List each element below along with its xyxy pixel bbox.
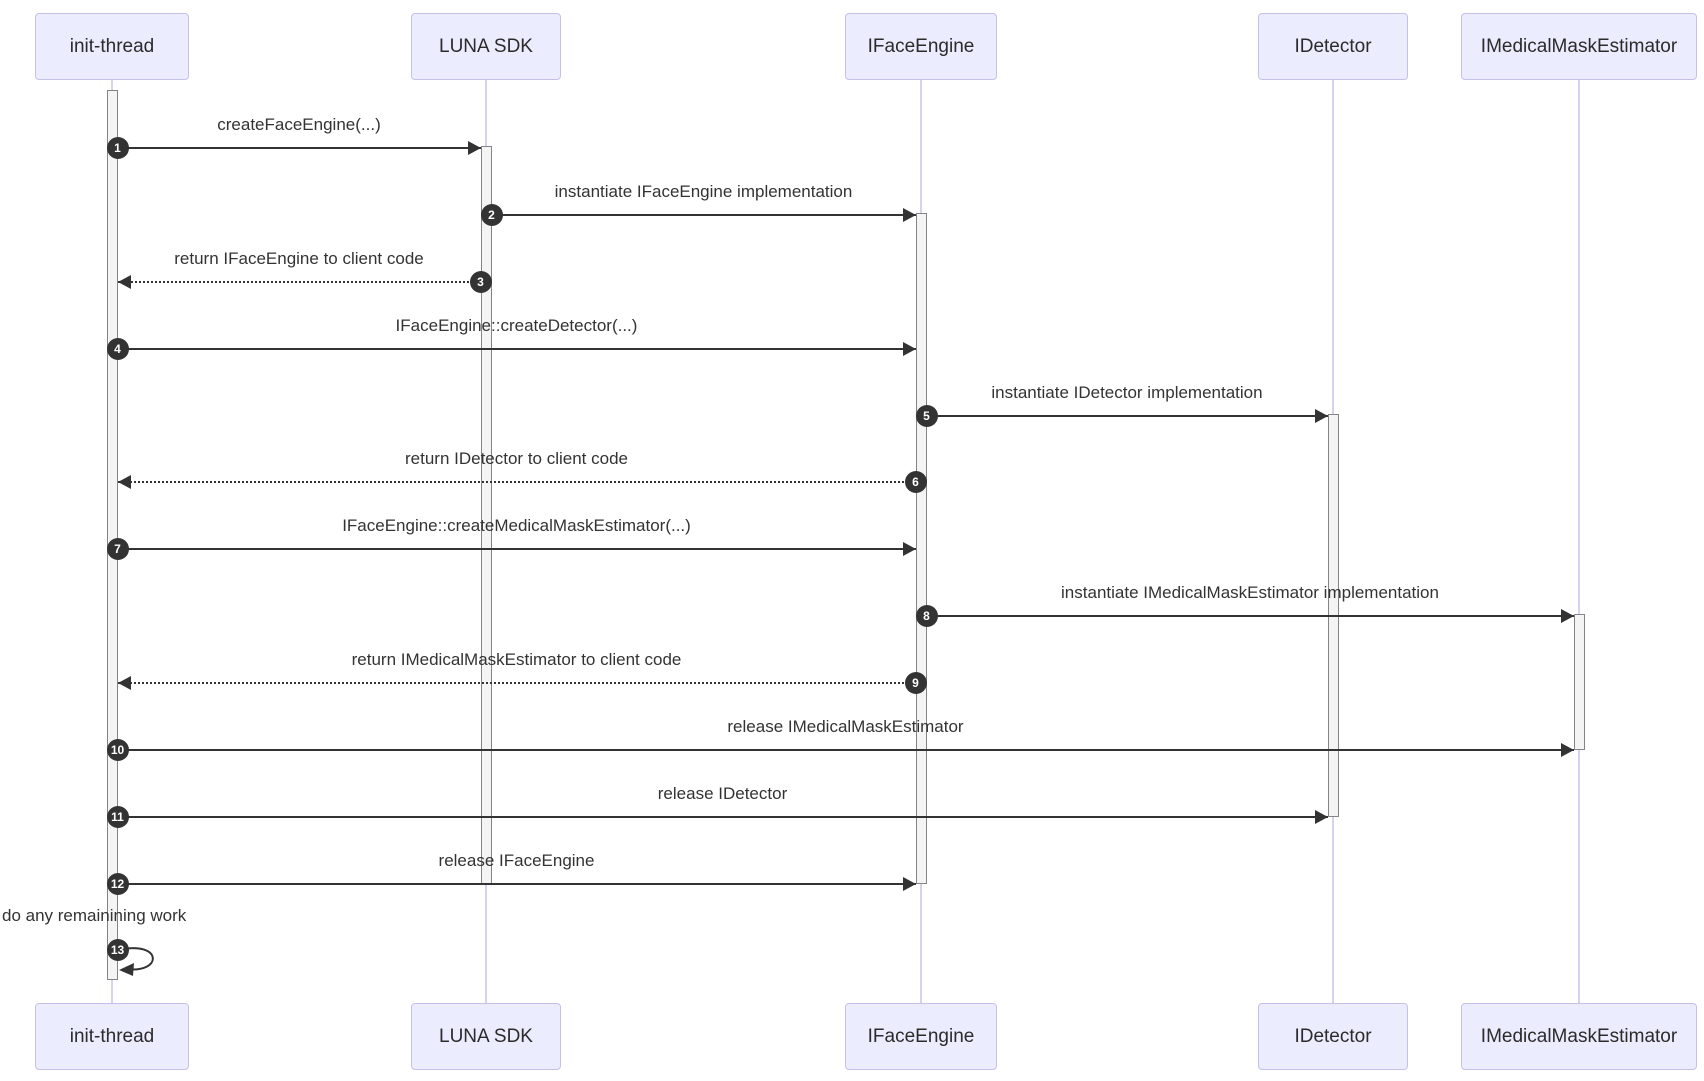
actor-label-imedical-mask-estimator: IMedicalMaskEstimator (1480, 1025, 1678, 1047)
message-10-label: release IMedicalMaskEstimator (727, 717, 964, 736)
message-12-label: release IFaceEngine (438, 851, 595, 870)
actor-label-init-thread: init-thread (69, 35, 155, 57)
message-3-label: return IFaceEngine to client code (174, 249, 424, 268)
message-4-line (117, 348, 916, 350)
message-11-arrowhead-icon (1314, 810, 1328, 824)
actor-label-luna-sdk: LUNA SDK (439, 1025, 533, 1047)
actor-label-idetector: IDetector (1294, 1025, 1372, 1047)
message-4-arrowhead-icon (902, 342, 916, 356)
message-13-label: do any remainining work (2, 906, 187, 925)
activation-iface-engine (915, 213, 927, 884)
actor-box-bottom-iface-engine: IFaceEngine (845, 1003, 997, 1070)
activation-init-thread (106, 90, 118, 980)
message-10-number: 10 (106, 739, 129, 761)
message-8-number: 8 (915, 605, 938, 627)
message-4-number: 4 (106, 338, 129, 360)
actor-box-bottom-init-thread: init-thread (35, 1003, 189, 1070)
message-6-arrowhead-icon (117, 475, 131, 489)
message-1-arrowhead-icon (467, 141, 481, 155)
actor-label-iface-engine: IFaceEngine (867, 35, 975, 57)
message-3-line (117, 281, 481, 283)
message-5-line (926, 415, 1328, 417)
message-2-arrowhead-icon (902, 208, 916, 222)
actor-label-luna-sdk: LUNA SDK (439, 35, 533, 57)
message-7-label: IFaceEngine::createMedicalMaskEstimator(… (342, 516, 691, 535)
actor-box-top-iface-engine: IFaceEngine (845, 13, 997, 80)
message-9-label: return IMedicalMaskEstimator to client c… (351, 650, 682, 669)
message-10-line (117, 749, 1574, 751)
message-13-number: 13 (106, 939, 129, 961)
message-3-number: 3 (469, 271, 492, 293)
activation-imedical-mask-estimator (1573, 614, 1585, 750)
message-11-number: 11 (106, 806, 129, 828)
message-5-label: instantiate IDetector implementation (991, 383, 1263, 402)
message-2-line (491, 214, 916, 216)
message-6-line (117, 481, 916, 483)
actor-label-idetector: IDetector (1294, 35, 1372, 57)
actor-box-bottom-imedical-mask-estimator: IMedicalMaskEstimator (1461, 1003, 1697, 1070)
message-13-self-loop-arrow-icon (118, 947, 154, 976)
activation-luna-sdk (480, 146, 492, 884)
actor-label-iface-engine: IFaceEngine (867, 1025, 975, 1047)
message-9-line (117, 682, 916, 684)
lifeline-imedical-mask-estimator (1578, 80, 1580, 1003)
message-7-arrowhead-icon (902, 542, 916, 556)
message-6-number: 6 (904, 471, 927, 493)
message-8-arrowhead-icon (1560, 609, 1574, 623)
message-4-label: IFaceEngine::createDetector(...) (395, 316, 638, 335)
message-9-arrowhead-icon (117, 676, 131, 690)
actor-box-bottom-luna-sdk: LUNA SDK (411, 1003, 561, 1070)
message-11-label: release IDetector (657, 784, 788, 803)
actor-label-init-thread: init-thread (69, 1025, 155, 1047)
message-7-line (117, 548, 916, 550)
actor-label-imedical-mask-estimator: IMedicalMaskEstimator (1480, 35, 1678, 57)
message-8-line (926, 615, 1574, 617)
message-5-arrowhead-icon (1314, 409, 1328, 423)
message-3-arrowhead-icon (117, 275, 131, 289)
actor-box-bottom-idetector: IDetector (1258, 1003, 1408, 1070)
message-6-label: return IDetector to client code (404, 449, 629, 468)
message-2-label: instantiate IFaceEngine implementation (554, 182, 853, 201)
actor-box-top-idetector: IDetector (1258, 13, 1408, 80)
message-12-number: 12 (106, 873, 129, 895)
message-10-arrowhead-icon (1560, 743, 1574, 757)
message-12-arrowhead-icon (902, 877, 916, 891)
message-1-line (117, 147, 481, 149)
message-5-number: 5 (915, 405, 938, 427)
message-1-number: 1 (106, 137, 129, 159)
actor-box-top-imedical-mask-estimator: IMedicalMaskEstimator (1461, 13, 1697, 80)
message-9-number: 9 (904, 672, 927, 694)
message-2-number: 2 (480, 204, 503, 226)
message-7-number: 7 (106, 538, 129, 560)
message-1-label: createFaceEngine(...) (217, 115, 381, 134)
message-11-line (117, 816, 1328, 818)
actor-box-top-luna-sdk: LUNA SDK (411, 13, 561, 80)
message-12-line (117, 883, 916, 885)
actor-box-top-init-thread: init-thread (35, 13, 189, 80)
message-8-label: instantiate IMedicalMaskEstimator implem… (1061, 583, 1439, 602)
